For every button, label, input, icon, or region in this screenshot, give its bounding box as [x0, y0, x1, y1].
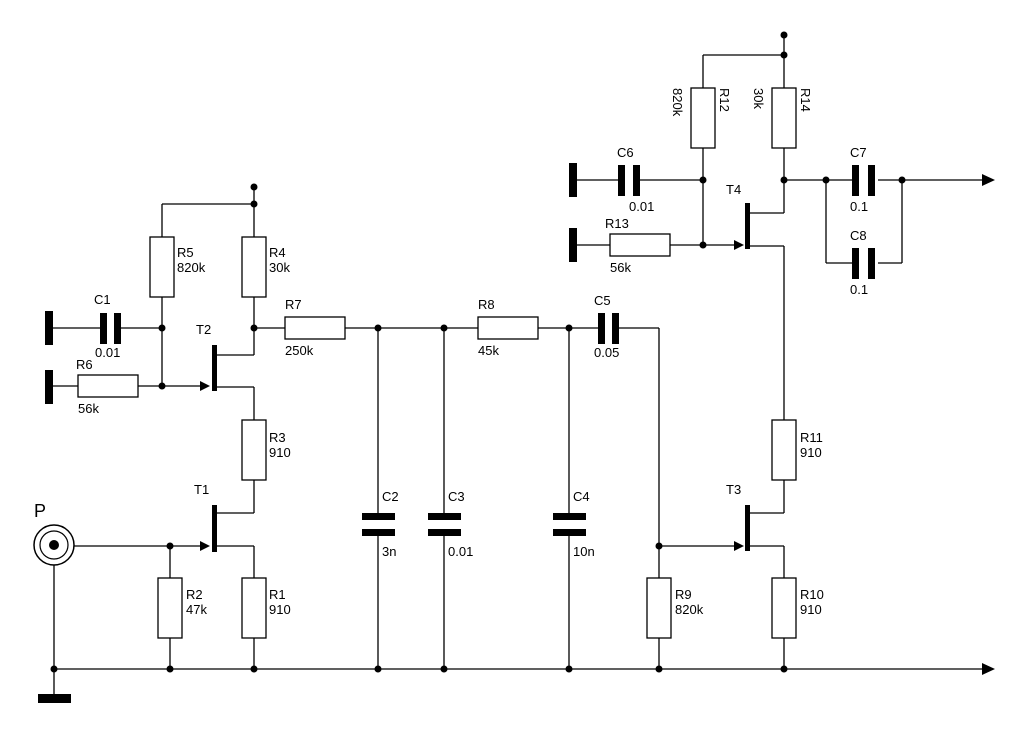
label-c1-value: 0.01 [95, 345, 120, 360]
resistor-r14: R14 30k [751, 35, 813, 180]
label-c3-value: 0.01 [448, 544, 473, 559]
capacitor-c6: C6 0.01 [569, 145, 703, 214]
capacitor-c8: C8 0.1 [850, 228, 875, 297]
label-c4-name: C4 [573, 489, 590, 504]
output-network [784, 174, 995, 264]
label-c8-name: C8 [850, 228, 867, 243]
transistor-t3: T3 [659, 482, 784, 551]
label-c7-value: 0.1 [850, 199, 868, 214]
label-c3-name: C3 [448, 489, 465, 504]
capacitor-c3: C3 0.01 [428, 328, 473, 669]
label-t2: T2 [196, 322, 211, 337]
label-r6-name: R6 [76, 357, 93, 372]
label-c6-name: C6 [617, 145, 634, 160]
resistor-r9: R9 820k [646, 577, 704, 669]
label-r10-value: 910 [800, 602, 822, 617]
label-r9-name: R9 [675, 587, 692, 602]
label-r10-name: R10 [800, 587, 824, 602]
resistor-r1: R1 910 [241, 546, 291, 669]
resistor-r3: R3 910 [241, 387, 291, 513]
capacitor-c4: C4 10n [553, 328, 595, 669]
label-r12-name: R12 [717, 88, 732, 112]
label-t3: T3 [726, 482, 741, 497]
label-r3-name: R3 [269, 430, 286, 445]
label-c2-value: 3n [382, 544, 396, 559]
resistor-r12: R12 820k [670, 54, 784, 245]
label-r9-value: 820k [675, 602, 704, 617]
label-r7-value: 250k [285, 343, 314, 358]
label-r8-name: R8 [478, 297, 495, 312]
label-t4: T4 [726, 182, 741, 197]
transistor-t2: T2 [196, 322, 254, 391]
capacitor-c1: C1 0.01 [45, 292, 162, 360]
resistor-r6: R6 56k [45, 357, 162, 416]
label-r14-value: 30k [751, 88, 766, 109]
label-c6-value: 0.01 [629, 199, 654, 214]
label-r13-name: R13 [605, 216, 629, 231]
label-r12-value: 820k [670, 88, 685, 117]
resistor-r8: R8 45k [477, 297, 598, 358]
label-r14-name: R14 [798, 88, 813, 112]
label-r5-name: R5 [177, 245, 194, 260]
label-c5-name: C5 [594, 293, 611, 308]
capacitor-c2: C2 3n [362, 328, 399, 669]
label-r6-value: 56k [78, 401, 99, 416]
label-r7-name: R7 [285, 297, 302, 312]
resistor-r10: R10 910 [771, 546, 824, 669]
resistor-r4: R4 30k [241, 187, 290, 355]
label-r4-name: R4 [269, 245, 286, 260]
transistor-t4: T4 [726, 180, 785, 250]
capacitor-c5: C5 0.05 [594, 293, 660, 578]
label-r5-value: 820k [177, 260, 206, 275]
label-r2-name: R2 [186, 587, 203, 602]
label-c2-name: C2 [382, 489, 399, 504]
label-r11-name: R11 [800, 430, 823, 445]
transistor-t1: T1 [194, 482, 254, 552]
resistor-r7: R7 250k [254, 297, 478, 358]
junction-dots [50, 31, 906, 673]
resistor-r5: R5 820k [149, 203, 254, 328]
label-r8-value: 45k [478, 343, 499, 358]
label-c1-name: C1 [94, 292, 111, 307]
label-c7-name: C7 [850, 145, 867, 160]
label-c8-value: 0.1 [850, 282, 868, 297]
label-t1: T1 [194, 482, 209, 497]
label-p: P [34, 501, 46, 521]
label-r11-value: 910 [800, 445, 822, 460]
label-r2-value: 47k [186, 602, 207, 617]
resistor-r11: R11 910 [771, 246, 823, 513]
label-r1-value: 910 [269, 602, 291, 617]
input-connector-p: P [33, 501, 210, 566]
capacitor-c7: C7 0.1 [850, 145, 875, 214]
resistor-r13: R13 56k [569, 216, 736, 275]
label-r4-value: 30k [269, 260, 290, 275]
label-c5-value: 0.05 [594, 345, 619, 360]
resistor-r2: R2 47k [157, 546, 207, 669]
label-c4-value: 10n [573, 544, 595, 559]
label-r3-value: 910 [269, 445, 291, 460]
label-r13-value: 56k [610, 260, 631, 275]
label-r1-name: R1 [269, 587, 286, 602]
